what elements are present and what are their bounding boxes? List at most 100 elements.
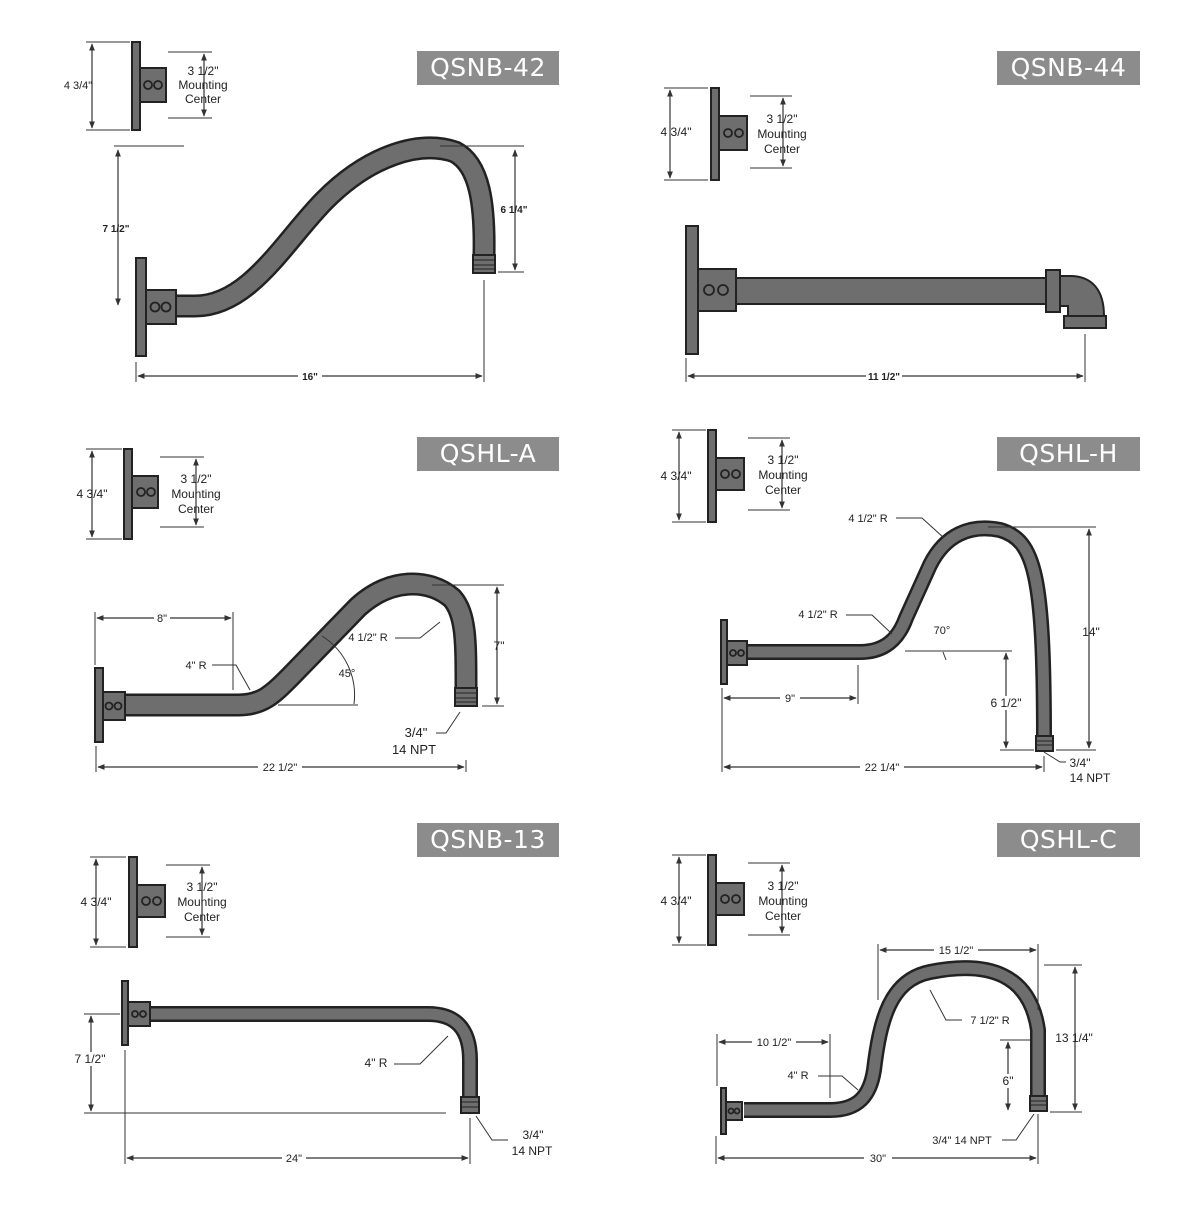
straight-arm (685, 225, 1107, 355)
wall-plate (123, 448, 133, 540)
arm-tube (735, 277, 1053, 305)
radius-top-label: 4 1/2" R (848, 513, 887, 525)
threaded-end (454, 687, 478, 707)
thread-type-label: 14 NPT (1070, 771, 1111, 785)
threaded-end (460, 1096, 480, 1114)
length-label: 11 1/2" (868, 372, 900, 383)
wall-plate (128, 856, 138, 948)
mounting-detail: 4 3/4" 3 1/2" Mounting Center (661, 429, 808, 523)
plate-height-label: 4 3/4" (77, 487, 108, 501)
length-label: 30" (870, 1153, 886, 1165)
wall-plate (707, 429, 717, 523)
wall-plate (707, 854, 717, 946)
wall-plate (94, 667, 104, 743)
mounting-center-value: 3 1/2" (181, 472, 212, 486)
mounting-center-label: Center (764, 142, 800, 156)
thread-type-label: 14 NPT (392, 742, 436, 757)
mounting-detail: 4 3/4" 3 1/2" Mounting Center (77, 448, 221, 540)
length-label: 22 1/4" (865, 762, 900, 774)
mounting-center-value: 3 1/2" (768, 453, 799, 467)
mounting-center-value: 3 1/2" (768, 879, 799, 893)
panel-qshlh: 4 3/4" 3 1/2" Mounting Center 4 1/2" R 4… (661, 429, 1111, 785)
model-title-qshla: QSHL-A (417, 437, 559, 471)
mounting-center-label: Center (178, 502, 214, 516)
plate-height-label: 4 3/4" (661, 125, 692, 139)
length-label: 16" (302, 372, 318, 383)
radius-small-label: 4" R (787, 1070, 808, 1082)
mounting-center-label: Mounting (177, 895, 226, 909)
height-label: 14" (1082, 625, 1100, 639)
threaded-end (1035, 735, 1054, 752)
radius-low-label: 4 1/2" R (798, 609, 837, 621)
mount-hole (153, 80, 163, 90)
curved-arm (720, 960, 1048, 1135)
radius-small-label: 4" R (185, 660, 206, 672)
mounting-center-value: 3 1/2" (187, 880, 218, 894)
mounting-center-value: 3 1/2" (767, 112, 798, 126)
mounting-detail: 4 3/4" 3 1/2" Mounting Center (661, 854, 808, 946)
radius-label: 4" R (365, 1056, 388, 1070)
straight-length-label: 10 1/2" (757, 1037, 792, 1049)
threaded-end (472, 254, 496, 274)
radius-large-label: 4 1/2" R (348, 632, 387, 644)
straight-length-label: 8" (157, 613, 167, 625)
plate-height-label: 4 3/4" (661, 469, 692, 483)
model-title-qsnb44: QSNB-44 (997, 51, 1140, 85)
thread-size-label: 3/4" (405, 725, 428, 740)
top-width-label: 15 1/2" (939, 945, 974, 957)
plate-height-label: 4 3/4" (81, 895, 112, 909)
length-label: 24" (286, 1153, 302, 1165)
gooseneck-arm (94, 572, 478, 743)
wall-plate (131, 41, 141, 131)
panel-qshla: 4 3/4" 3 1/2" Mounting Center 8" 4" R 4 … (77, 448, 505, 774)
model-title-qshlh: QSHL-H (997, 437, 1140, 471)
height-label: 7" (494, 639, 505, 653)
mounting-detail: 4 3/4" 3 1/2" Mounting Center (81, 856, 227, 948)
hook-arm (121, 980, 480, 1114)
drop-label: 6 1/4" (501, 205, 528, 216)
mounting-detail: 4 3/4" 3 1/2" Mounting Center (661, 87, 807, 181)
mounting-center-label: Center (765, 483, 801, 497)
drop-label: 6 1/2" (991, 696, 1022, 710)
mounting-center-label: Mounting (758, 468, 807, 482)
wall-plate (685, 225, 699, 355)
panel-qsnb44: 4 3/4" 3 1/2" Mounting Center 11 1/2" (661, 87, 1107, 383)
panel-qsnb42: 4 3/4" 3 1/2" Mounting Center 7 1/2" 6 1… (64, 41, 528, 383)
thread-size-label: 3/4" (1070, 756, 1091, 770)
mounting-center-label: Mounting (758, 894, 807, 908)
mounting-center-label: Center (765, 909, 801, 923)
wall-plate (710, 87, 720, 181)
mounting-center-value: 3 1/2" (188, 64, 219, 78)
mounting-detail: 4 3/4" 3 1/2" Mounting Center (64, 41, 228, 131)
length-label: 22 1/2" (263, 762, 298, 774)
height-label: 7 1/2" (103, 224, 130, 235)
thread-type-label: 14 NPT (512, 1144, 553, 1158)
mounting-center-label: Center (185, 92, 221, 106)
height-label: 13 1/4" (1055, 1031, 1093, 1045)
plate-height-label: 4 3/4" (64, 80, 92, 92)
model-title-qsnb42: QSNB-42 (417, 51, 559, 85)
plate-height-label: 4 3/4" (661, 894, 692, 908)
mounting-center-label: Center (184, 910, 220, 924)
gooseneck-arm (135, 136, 496, 357)
mounting-center-label: Mounting (757, 127, 806, 141)
angle-label: 70° (934, 625, 951, 637)
model-title-qsnb13: QSNB-13 (417, 823, 559, 857)
panel-qshlc: 4 3/4" 3 1/2" Mounting Center 15 1/2" 7 … (661, 854, 1093, 1165)
model-title-qshlc: QSHL-C (997, 823, 1140, 857)
wall-plate (135, 257, 147, 357)
panel-qsnb13: 4 3/4" 3 1/2" Mounting Center 7 1/2" 4" … (70, 856, 553, 1165)
straight-length-label: 9" (785, 693, 795, 705)
gooseneck-arm (720, 520, 1054, 752)
drop-label: 6" (1003, 1074, 1014, 1088)
thread-size-label: 3/4" (523, 1128, 544, 1142)
mounting-center-label: Mounting (178, 78, 227, 92)
mounting-block (127, 1001, 151, 1027)
mounting-center-label: Mounting (171, 487, 220, 501)
mount-hole (143, 80, 153, 90)
height-label: 7 1/2" (75, 1052, 106, 1066)
threaded-end (1063, 315, 1107, 329)
angle-label: 45° (339, 668, 356, 680)
radius-large-label: 7 1/2" R (970, 1015, 1009, 1027)
